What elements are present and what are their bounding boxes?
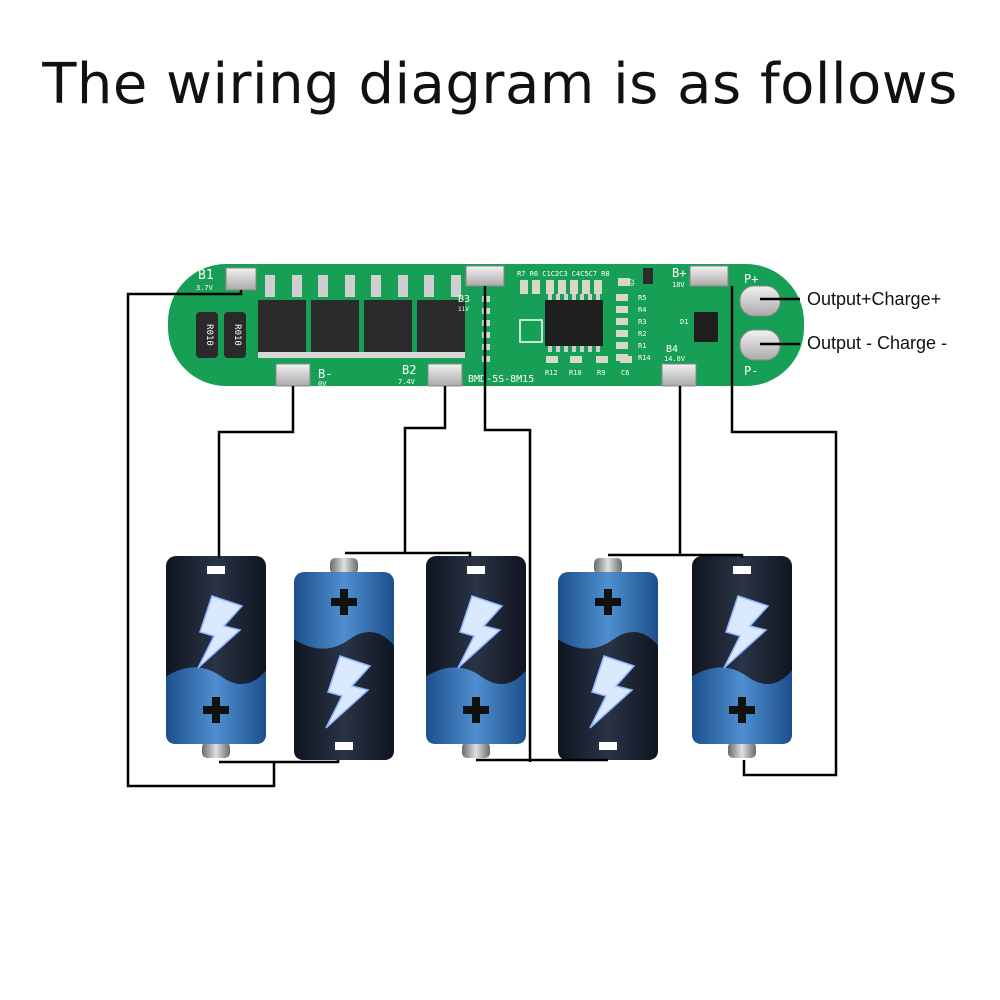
side-label: R4 xyxy=(638,306,646,314)
minus-mark xyxy=(207,566,225,574)
bottom-label: R10 xyxy=(569,369,582,377)
battery-cell xyxy=(426,556,526,758)
b2-label: B2 xyxy=(402,363,416,377)
pad-b-minus xyxy=(275,363,311,387)
plus-sign xyxy=(463,697,489,723)
plus-sign xyxy=(595,589,621,615)
pad-b1 xyxy=(225,267,257,291)
wire-b1 xyxy=(126,290,276,788)
battery-cell xyxy=(166,556,266,758)
p-plus-label: P+ xyxy=(744,272,758,286)
output-plus-label: Output+Charge+ xyxy=(807,289,942,309)
side-label: R5 xyxy=(638,294,646,302)
q2-label: Q2 xyxy=(629,278,636,286)
lightning-icon xyxy=(589,655,636,729)
p-minus-label: P- xyxy=(744,364,758,378)
side-label: R14 xyxy=(638,354,651,362)
pad-b4 xyxy=(661,363,697,387)
b1-voltage: 3.7V xyxy=(196,284,214,292)
mosfet xyxy=(311,300,359,352)
diagram-title: The wiring diagram is as follows xyxy=(42,52,958,117)
b4-label: B4 xyxy=(666,344,678,355)
diode-d1 xyxy=(694,312,718,342)
q2-transistor xyxy=(643,268,653,284)
b-minus-label: B- xyxy=(318,367,332,381)
wire-b3 xyxy=(483,286,532,762)
output-minus-label: Output - Charge - xyxy=(807,333,948,353)
b-plus-voltage: 18V xyxy=(672,281,685,289)
b-plus-label: B+ xyxy=(672,266,686,280)
pad-p-plus xyxy=(739,285,781,317)
board-model: BMD-5S-8M15 xyxy=(468,374,534,385)
b1-label: B1 xyxy=(198,268,214,283)
pad-b2 xyxy=(427,363,463,387)
bottom-label: R9 xyxy=(597,369,605,377)
lightning-icon xyxy=(723,595,770,669)
mosfet-row xyxy=(258,275,465,358)
bottom-label: C6 xyxy=(621,369,629,377)
shunt-resistor-2 xyxy=(224,312,246,358)
logo-mark xyxy=(519,319,543,343)
d1-label: D1 xyxy=(680,318,688,326)
shunt-resistor-1 xyxy=(196,312,218,358)
side-label: R2 xyxy=(638,330,646,338)
battery-pack xyxy=(166,556,792,760)
battery-cell xyxy=(558,558,658,760)
plus-sign xyxy=(331,589,357,615)
b3-voltage: 11V xyxy=(458,306,469,313)
wires xyxy=(126,286,838,788)
battery-terminal xyxy=(330,558,358,574)
minus-mark xyxy=(733,566,751,574)
minus-mark xyxy=(599,742,617,750)
lightning-icon xyxy=(457,595,504,669)
battery-terminal xyxy=(728,742,756,758)
resistor-2-label: R010 xyxy=(232,324,242,346)
protection-ic xyxy=(545,300,603,346)
plus-sign xyxy=(729,697,755,723)
wire-b-plus xyxy=(730,286,838,777)
wire-b2 xyxy=(403,386,447,553)
ic-row-label: R7 R6 C1C2C3 C4C5C7 R8 xyxy=(517,270,610,278)
pad-b3 xyxy=(465,265,505,287)
battery-terminal xyxy=(202,742,230,758)
b4-voltage: 14.8V xyxy=(664,355,686,363)
resistor-1-label: R010 xyxy=(204,324,214,346)
mosfet xyxy=(258,300,306,352)
minus-mark xyxy=(467,566,485,574)
battery-cell xyxy=(294,558,394,760)
bottom-label: R12 xyxy=(545,369,558,377)
lightning-icon xyxy=(197,595,244,669)
mosfet xyxy=(417,300,465,352)
plus-sign xyxy=(203,697,229,723)
wire-b-minus xyxy=(217,386,295,558)
wire-link-2-3 xyxy=(345,551,472,557)
battery-terminal xyxy=(462,742,490,758)
side-label: R1 xyxy=(638,342,646,350)
b2-voltage: 7.4V xyxy=(398,378,416,386)
mosfet xyxy=(364,300,412,352)
wire-link-4-5 xyxy=(608,553,744,558)
passive-components xyxy=(482,278,632,363)
battery-cell xyxy=(692,556,792,758)
b3-label: B3 xyxy=(458,294,470,305)
wire-link-1-2 xyxy=(219,760,340,764)
side-label: R3 xyxy=(638,318,646,326)
minus-mark xyxy=(335,742,353,750)
pad-b-plus xyxy=(689,265,729,287)
battery-terminal xyxy=(594,558,622,574)
lightning-icon xyxy=(325,655,372,729)
b-minus-voltage: 0V xyxy=(318,380,327,388)
